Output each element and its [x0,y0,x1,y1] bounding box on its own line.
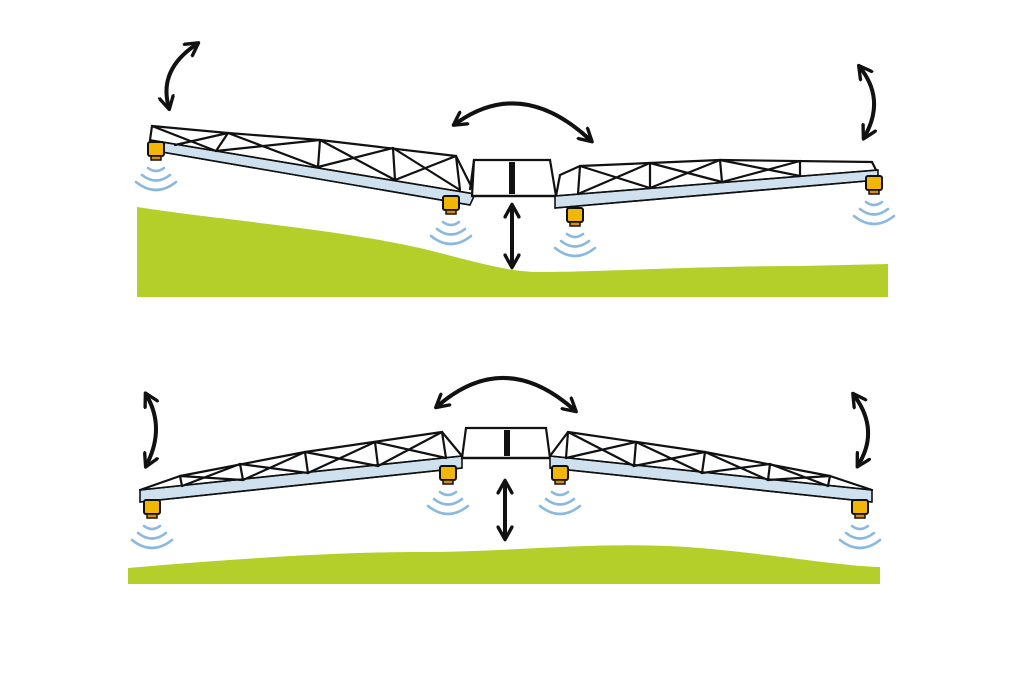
arrow-center-roll [458,101,588,138]
truss-right [558,158,878,196]
boom-arm-right [548,430,874,503]
boom-underside-left [139,455,463,503]
arrow-left-tip-tilt [166,46,194,104]
center-mast [509,162,515,194]
sensor-center-left [426,465,470,516]
sensor-right-tip [838,499,882,550]
sensor-center-right [553,207,597,258]
sensor-right-tip [852,175,896,226]
center-frame-bottom [460,426,552,460]
boom-underside-right [554,169,879,209]
arrow-center-roll [440,376,572,408]
center-mast [504,430,510,456]
truss-left [148,124,477,196]
arrow-right-tip-tilt [856,398,868,462]
scene-uneven-terrain [134,46,896,297]
ground-flat [128,545,880,584]
boom-underside-left [149,139,477,206]
boom-underside-right [549,455,873,503]
sensor-center-right [538,465,582,516]
sensor-left-tip [130,499,174,550]
truss-left [138,430,464,492]
sensor-center-left [429,195,473,246]
arrow-right-tip-tilt [862,70,874,134]
sensor-left-tip [134,141,178,192]
ground-uneven [137,207,888,297]
center-frame-top [468,158,562,198]
boom-arm-left [148,124,477,206]
boom-arm-right [554,158,879,209]
arrow-left-tip-tilt [148,398,156,462]
scene-flat-terrain [128,376,882,584]
boom-arm-left [138,430,464,503]
truss-right [548,430,874,492]
